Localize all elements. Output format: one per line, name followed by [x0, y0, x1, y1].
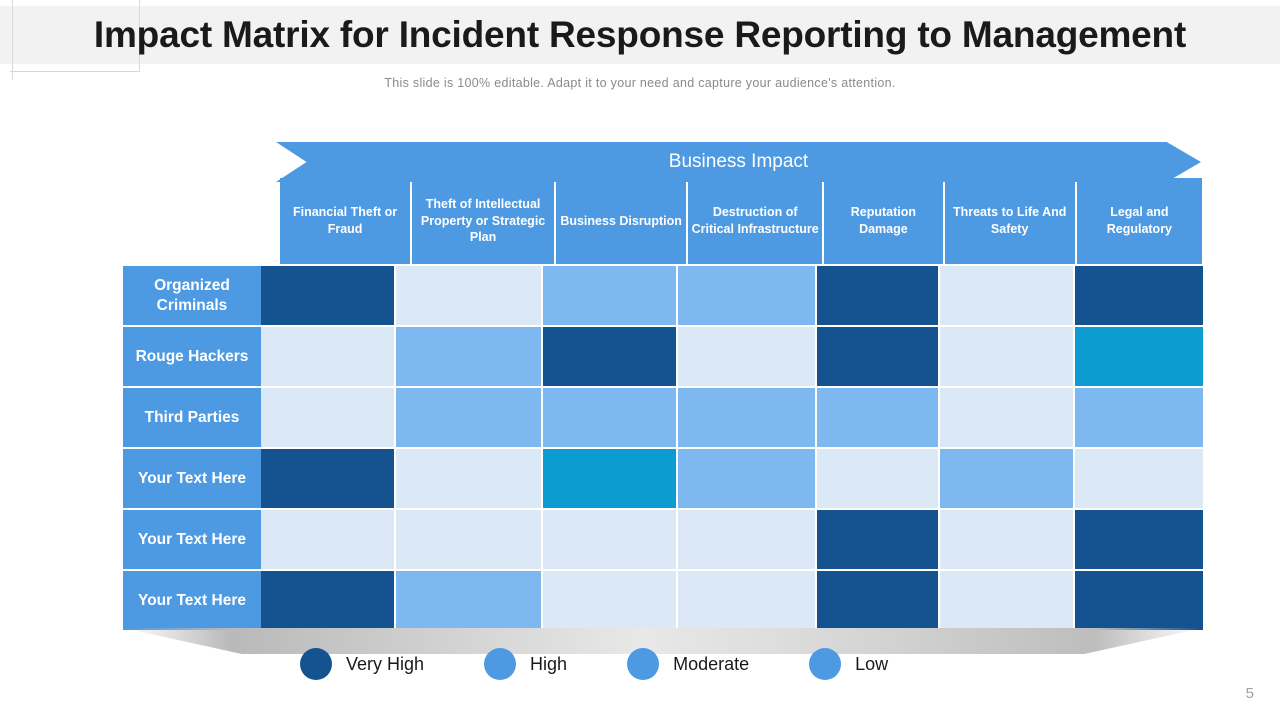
matrix-cell[interactable] [1075, 388, 1203, 449]
legend-item: Moderate [627, 648, 749, 680]
column-header: Theft of Intellectual Property or Strate… [412, 178, 555, 264]
matrix-cell[interactable] [940, 449, 1073, 510]
matrix-cell[interactable] [1075, 449, 1203, 510]
base-shadow-decoration [123, 628, 1203, 654]
matrix-row-cells [261, 388, 1203, 449]
legend-dot-icon [300, 648, 332, 680]
page-number: 5 [1245, 685, 1254, 702]
matrix-cell[interactable] [940, 388, 1073, 449]
header-band [0, 6, 1280, 64]
matrix-row-cells [261, 571, 1203, 632]
matrix-cell[interactable] [543, 449, 676, 510]
matrix-cell[interactable] [678, 449, 815, 510]
matrix-cell[interactable] [396, 266, 541, 327]
column-header: Legal and Regulatory [1076, 178, 1202, 264]
matrix-cell[interactable] [817, 388, 938, 449]
legend-dot-icon [484, 648, 517, 680]
matrix-cell[interactable] [261, 510, 394, 571]
page-subtitle: This slide is 100% editable. Adapt it to… [384, 76, 896, 90]
matrix-cell[interactable] [940, 510, 1073, 571]
matrix-cell[interactable] [396, 449, 541, 510]
column-header: Business Disruption [556, 178, 687, 264]
matrix-cell[interactable] [678, 388, 815, 449]
page-title: Impact Matrix for Incident Response Repo… [93, 14, 1187, 55]
matrix-cell[interactable] [678, 510, 815, 571]
matrix-cell[interactable] [1075, 327, 1203, 388]
row-label: Third Parties [123, 388, 261, 449]
matrix-cell[interactable] [678, 571, 815, 632]
matrix-row: Your Text Here [123, 571, 1203, 632]
matrix-cell[interactable] [817, 449, 938, 510]
matrix-cell[interactable] [261, 449, 394, 510]
matrix-row: Rouge Hackers [123, 327, 1203, 388]
matrix-cell[interactable] [543, 388, 676, 449]
matrix-cell[interactable] [940, 266, 1073, 327]
matrix-cell[interactable] [940, 571, 1073, 632]
matrix-cell[interactable] [261, 571, 394, 632]
row-label: Your Text Here [123, 449, 261, 510]
legend-item: Very High [300, 648, 424, 680]
legend-label: Very High [346, 653, 425, 674]
matrix-cell[interactable] [396, 510, 541, 571]
matrix-cell[interactable] [543, 266, 676, 327]
matrix-row: Organized Criminals [123, 266, 1203, 327]
matrix-cell[interactable] [543, 510, 676, 571]
row-label: Your Text Here [123, 571, 261, 632]
matrix-cell[interactable] [543, 327, 676, 388]
legend-label: High [530, 653, 568, 674]
legend-label: Moderate [673, 653, 750, 674]
matrix-cell[interactable] [261, 388, 394, 449]
impact-matrix: Business Impact Financial Theft or Fraud… [123, 140, 1203, 632]
matrix-row: Your Text Here [123, 510, 1203, 571]
matrix-cell[interactable] [261, 327, 394, 388]
banner-label: Business Impact [668, 151, 809, 172]
matrix-cell[interactable] [396, 388, 541, 449]
business-impact-banner: Business Impact [276, 142, 1201, 182]
matrix-cell[interactable] [1075, 571, 1203, 632]
matrix-cell[interactable] [1075, 266, 1203, 327]
row-label: Organized Criminals [123, 266, 261, 327]
matrix-row: Third Parties [123, 388, 1203, 449]
matrix-cell[interactable] [817, 571, 938, 632]
matrix-row-cells [261, 510, 1203, 571]
matrix-cell[interactable] [817, 510, 938, 571]
matrix-cell[interactable] [817, 327, 938, 388]
legend-item: High [484, 648, 567, 680]
column-header: Financial Theft or Fraud [280, 178, 411, 264]
matrix-row-cells [261, 449, 1203, 510]
row-label: Your Text Here [123, 510, 261, 571]
matrix-cell[interactable] [543, 571, 676, 632]
row-label: Rouge Hackers [123, 327, 261, 388]
header-corner-decoration [10, 0, 140, 72]
matrix-cell[interactable] [396, 327, 541, 388]
matrix-row-cells [261, 327, 1203, 388]
matrix-row-cells [261, 266, 1203, 327]
legend-dot-icon [627, 648, 660, 680]
matrix-cell[interactable] [678, 266, 815, 327]
matrix-row: Your Text Here [123, 449, 1203, 510]
matrix-cell[interactable] [1075, 510, 1203, 571]
header-tick-decoration [12, 0, 13, 80]
matrix-cell[interactable] [817, 266, 938, 327]
matrix-cell[interactable] [261, 266, 394, 327]
matrix-cell[interactable] [940, 327, 1073, 388]
matrix-cell[interactable] [678, 327, 815, 388]
legend-dot-icon [809, 648, 842, 680]
legend: Very High High Moderate Low [300, 646, 1040, 682]
legend-label: Low [855, 653, 889, 674]
column-header: Reputation Damage [824, 178, 943, 264]
matrix-cell[interactable] [396, 571, 541, 632]
column-header: Destruction of Critical Infrastructure [688, 178, 823, 264]
column-header: Threats to Life And Safety [944, 178, 1075, 264]
legend-item: Low [809, 648, 888, 680]
